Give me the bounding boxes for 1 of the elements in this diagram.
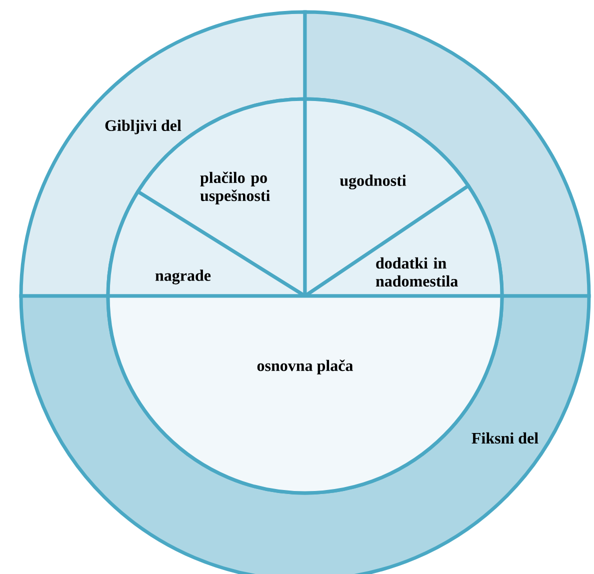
ring-sector <box>303 10 591 298</box>
